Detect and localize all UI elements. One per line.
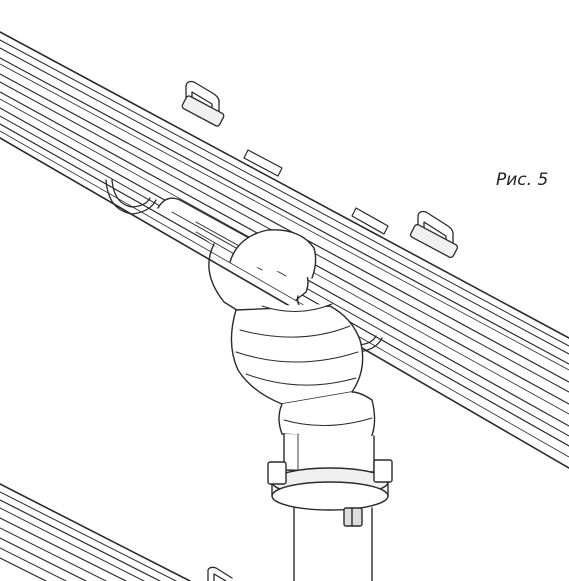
gutter-bracket-icon [105, 179, 157, 215]
gutter-bracket-icon [181, 80, 225, 127]
gutter-connector [243, 149, 389, 235]
downpipe-icon [283, 433, 375, 581]
gutter-bracket-icon [207, 566, 233, 581]
lower-gutter-channel [0, 483, 191, 581]
pipe-clamp-icon [267, 459, 393, 527]
gutter-funnel-icon [157, 197, 317, 313]
gutter-bracket-icon [409, 210, 459, 259]
figure-caption: Рис. 5 [496, 170, 549, 190]
downpipe-elbow-icon [230, 303, 376, 441]
